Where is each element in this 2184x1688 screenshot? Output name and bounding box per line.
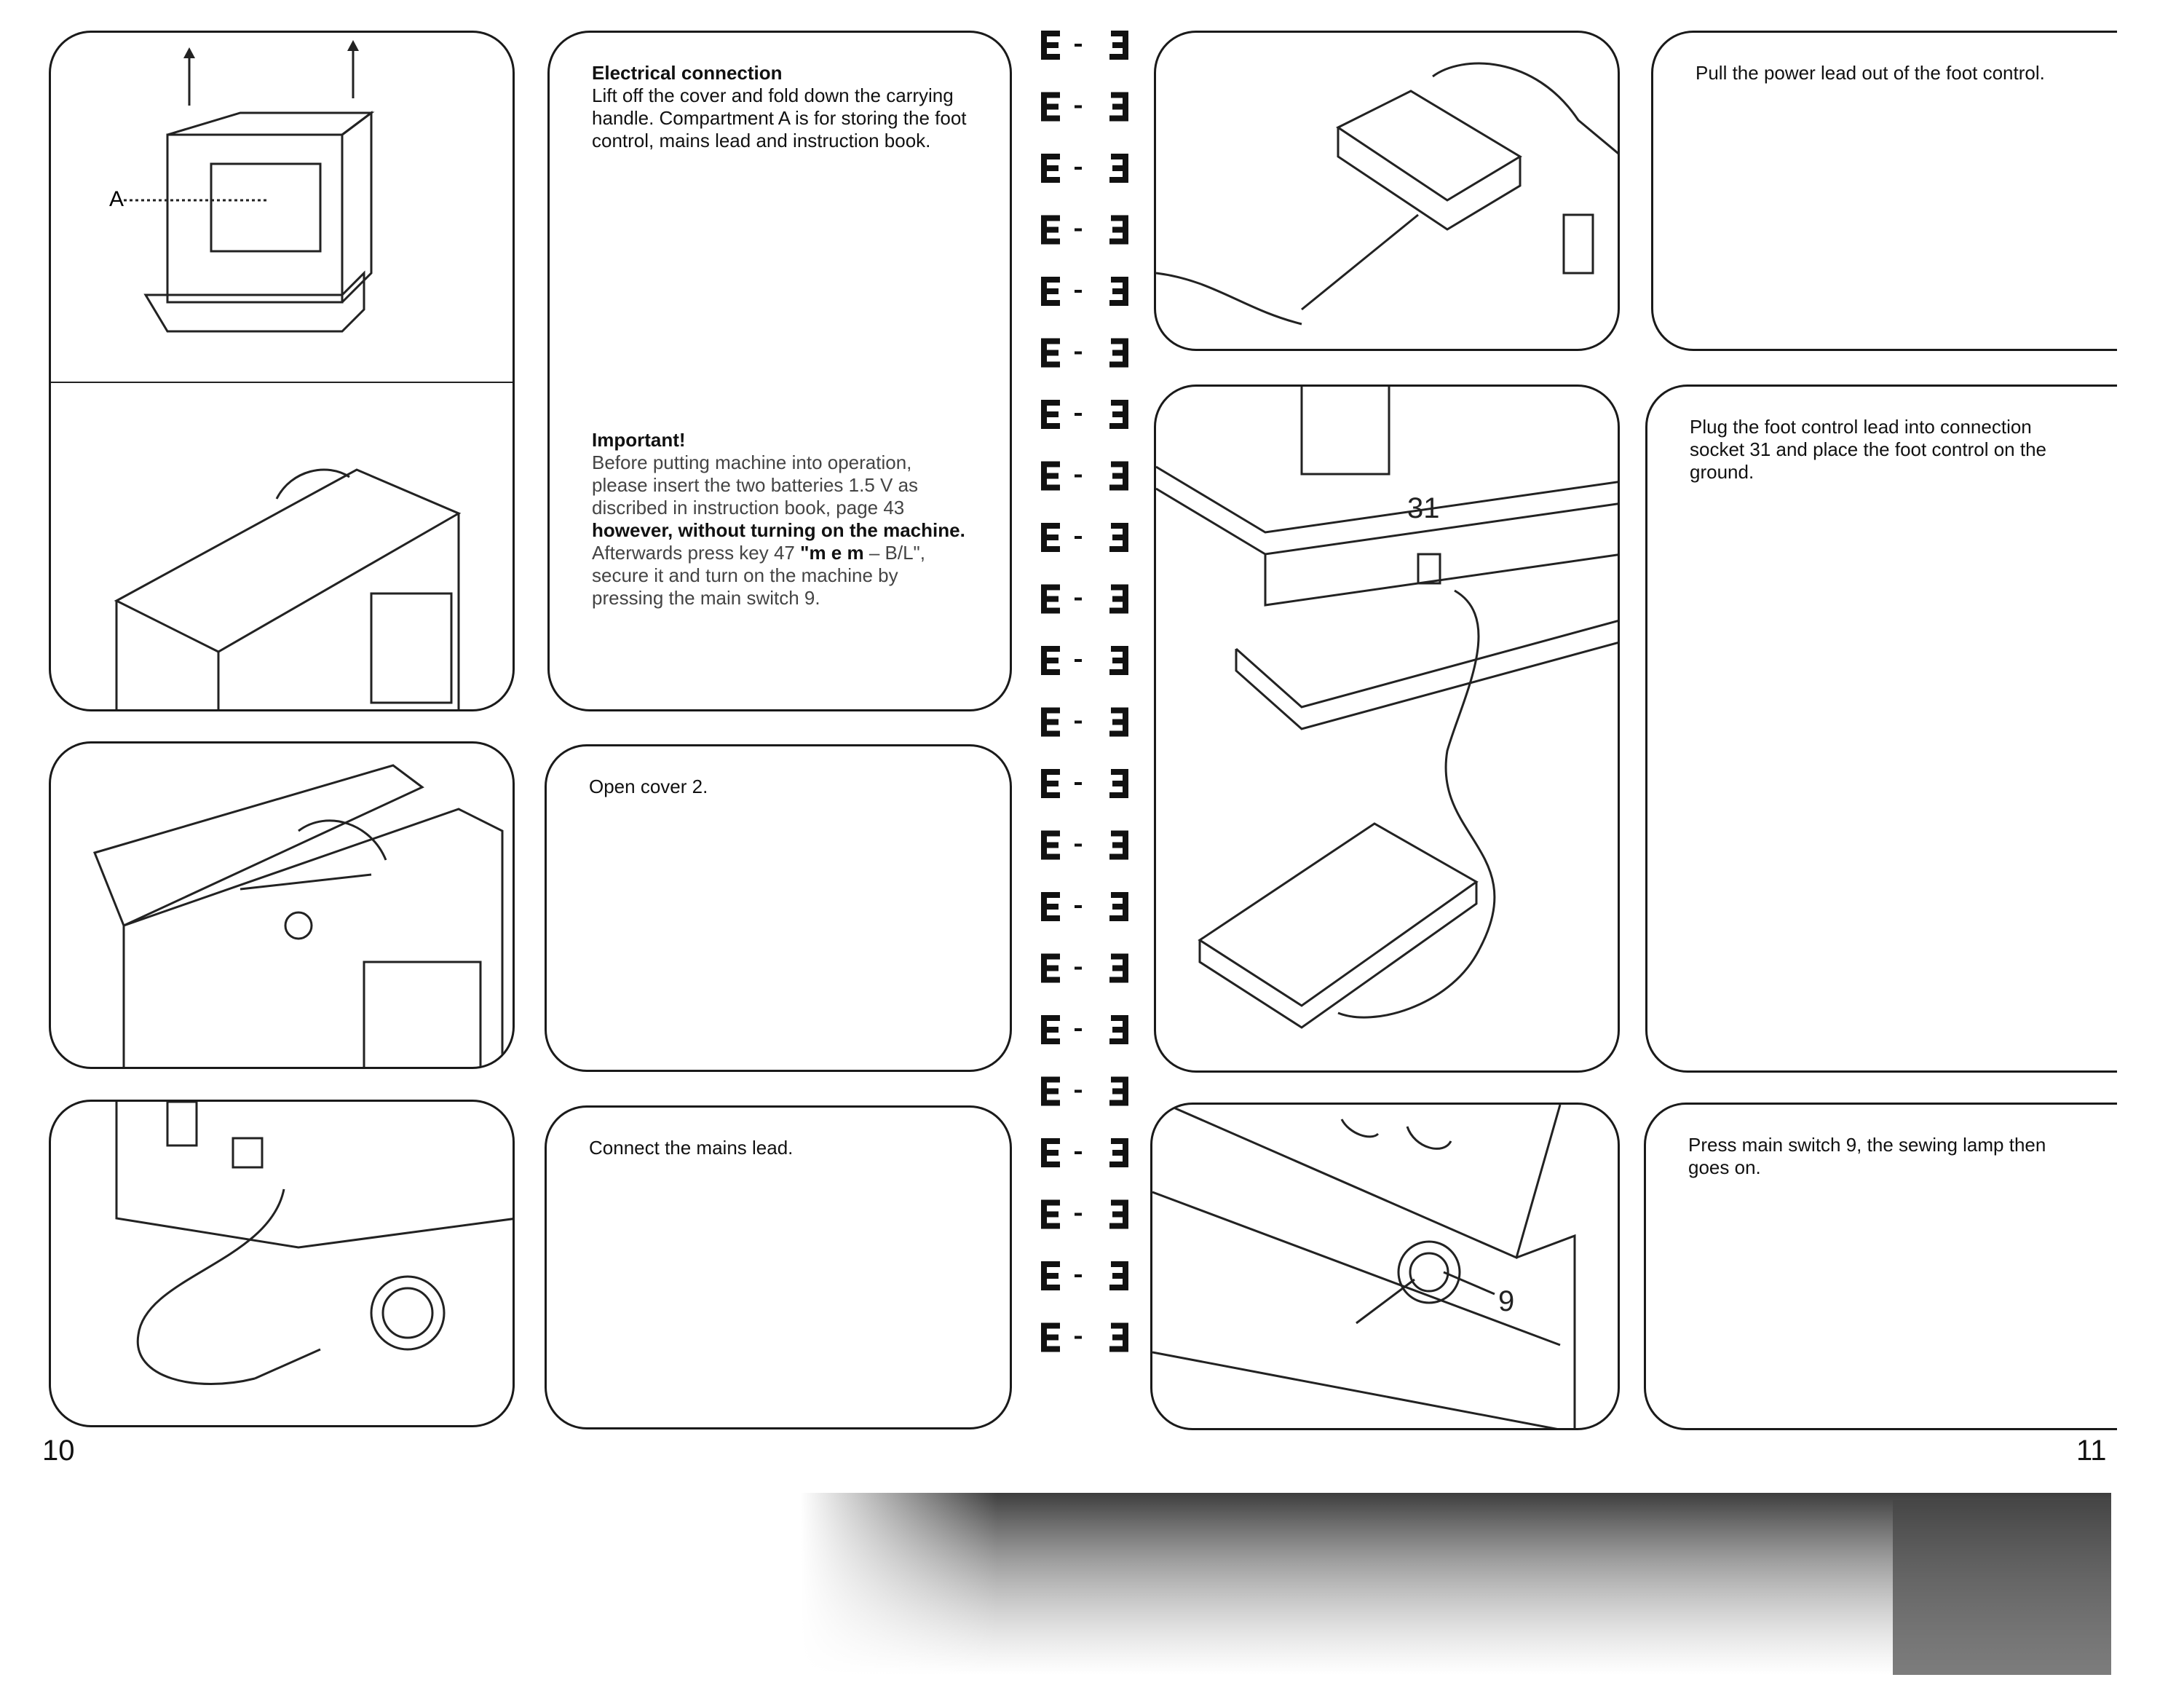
spiral-ring-19 [1041, 1138, 1128, 1167]
page-number-left: 10 [42, 1435, 75, 1467]
spiral-ring-3 [1041, 154, 1128, 183]
spiral-ring-9 [1041, 523, 1128, 552]
main-switch-illustration: 9 [1152, 1105, 1576, 1428]
spiral-ring-13 [1041, 769, 1128, 798]
label-a: A [109, 187, 124, 211]
machine-case-illustration: A [51, 40, 513, 709]
electrical-heading: Electrical connection [592, 62, 783, 84]
press-switch-text: Press main switch 9, the sewing lamp the… [1688, 1134, 2046, 1178]
foot-control-illustration: 31 [1156, 387, 1618, 1029]
open-cover-panel: Open cover 2. [545, 744, 1012, 1072]
spiral-ring-20 [1041, 1199, 1128, 1229]
spiral-ring-16 [1041, 953, 1128, 983]
illustration-panel-mains-lead [49, 1100, 515, 1427]
illustration-panel-main-switch: 9 [1150, 1103, 1620, 1430]
important-body: Before putting machine into operation, p… [592, 451, 965, 609]
spiral-ring-14 [1041, 830, 1128, 860]
spiral-ring-22 [1041, 1322, 1128, 1352]
illustration-panel-foot-control: 31 [1154, 384, 1620, 1073]
pull-lead-illustration [1156, 62, 1618, 326]
open-cover-text: Open cover 2. [589, 776, 708, 797]
page-number-right: 11 [2076, 1435, 2107, 1467]
spiral-binding [1041, 31, 1128, 1352]
spiral-ring-17 [1041, 1015, 1128, 1044]
mains-lead-illustration [115, 1102, 513, 1385]
spiral-ring-2 [1041, 92, 1128, 122]
connect-mains-text: Connect the mains lead. [589, 1137, 794, 1159]
electrical-connection-panel: Electrical connection Lift off the cover… [547, 31, 1012, 711]
plug-foot-text: Plug the foot control lead into connecti… [1690, 416, 2047, 483]
spiral-ring-8 [1041, 461, 1128, 491]
spiral-ring-6 [1041, 338, 1128, 368]
illustration-panel-pull-lead [1154, 31, 1620, 351]
illustration-panel-open-cover [49, 741, 515, 1069]
pull-lead-text: Pull the power lead out of the foot cont… [1696, 62, 2045, 84]
spiral-ring-7 [1041, 400, 1128, 429]
scan-shadow [801, 1493, 2111, 1675]
label-31: 31 [1407, 492, 1440, 524]
electrical-body: Lift off the cover and fold down the car… [592, 84, 967, 151]
spiral-ring-12 [1041, 707, 1128, 737]
pull-lead-panel: Pull the power lead out of the foot cont… [1651, 31, 2117, 351]
spiral-ring-15 [1041, 892, 1128, 921]
spiral-ring-1 [1041, 31, 1128, 60]
connect-mains-panel: Connect the mains lead. [545, 1105, 1012, 1429]
open-cover-illustration [92, 764, 504, 1067]
label-9: 9 [1498, 1285, 1514, 1317]
important-heading: Important! [592, 429, 686, 451]
spiral-ring-10 [1041, 584, 1128, 614]
illustration-panel-cover: A [49, 31, 515, 711]
plug-foot-panel: Plug the foot control lead into connecti… [1645, 384, 2117, 1073]
spiral-ring-5 [1041, 277, 1128, 306]
press-switch-panel: Press main switch 9, the sewing lamp the… [1644, 1103, 2117, 1430]
spiral-ring-21 [1041, 1261, 1128, 1290]
spiral-ring-4 [1041, 215, 1128, 245]
spiral-ring-11 [1041, 646, 1128, 675]
spiral-ring-18 [1041, 1076, 1128, 1106]
